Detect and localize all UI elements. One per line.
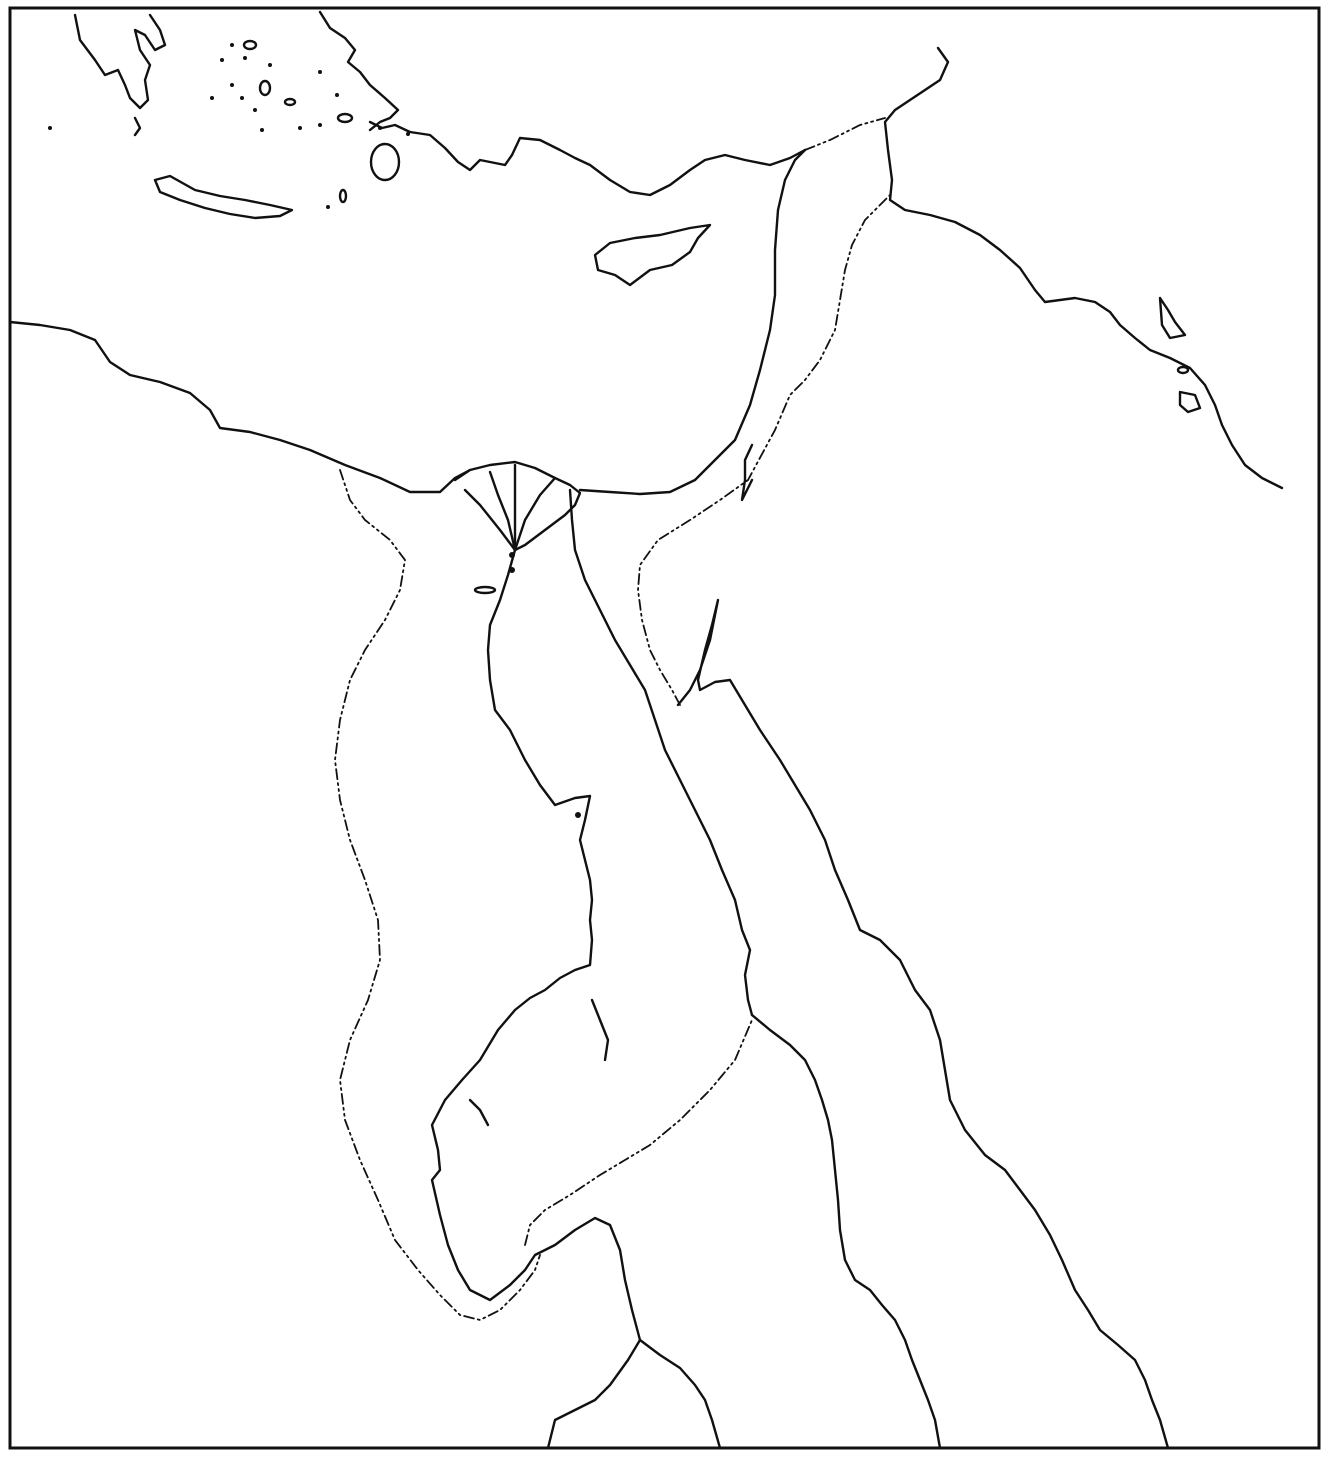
- nile-tributary-2: [468, 1098, 490, 1127]
- boundary-east: [637, 194, 891, 706]
- boundary-west: [334, 469, 541, 1321]
- nile-delta-branch-1: [463, 488, 517, 552]
- cyprus: [593, 223, 712, 287]
- euphrates-river: [883, 46, 1284, 490]
- nile-tributary-1: [590, 998, 610, 1062]
- north-african-coast: [8, 320, 472, 494]
- boundary-north: [804, 117, 886, 151]
- nile-delta-branch-4: [513, 476, 557, 552]
- nile-delta-fan: [453, 460, 582, 552]
- nile-marker-2: [509, 567, 515, 573]
- anatolian-coast: [318, 10, 400, 132]
- nile-delta-branch-2: [488, 470, 517, 552]
- euphrates-islet: [1178, 390, 1202, 414]
- nile-river: [430, 548, 642, 1450]
- levant-coast: [368, 120, 807, 197]
- red-sea-west-coast: [750, 1013, 942, 1450]
- nile-marker-1: [509, 552, 515, 558]
- euphrates-islet-2: [1176, 365, 1190, 375]
- euphrates-lake: [1158, 296, 1187, 340]
- aegean-islands: [48, 39, 410, 209]
- gulf-of-aqaba: [676, 598, 1170, 1450]
- sinai-south: [740, 443, 754, 502]
- gulf-of-suez-west: [568, 488, 754, 1017]
- greek-coast: [73, 13, 167, 110]
- faiyum-lake: [473, 585, 497, 595]
- peloponnese-tip: [133, 116, 142, 137]
- crete: [153, 174, 294, 220]
- sinai-north-coast: [578, 148, 807, 496]
- southern-river: [638, 1338, 722, 1450]
- map-border: [8, 6, 1321, 1450]
- boundary-south: [524, 1019, 753, 1246]
- nile-marker-3: [575, 812, 581, 818]
